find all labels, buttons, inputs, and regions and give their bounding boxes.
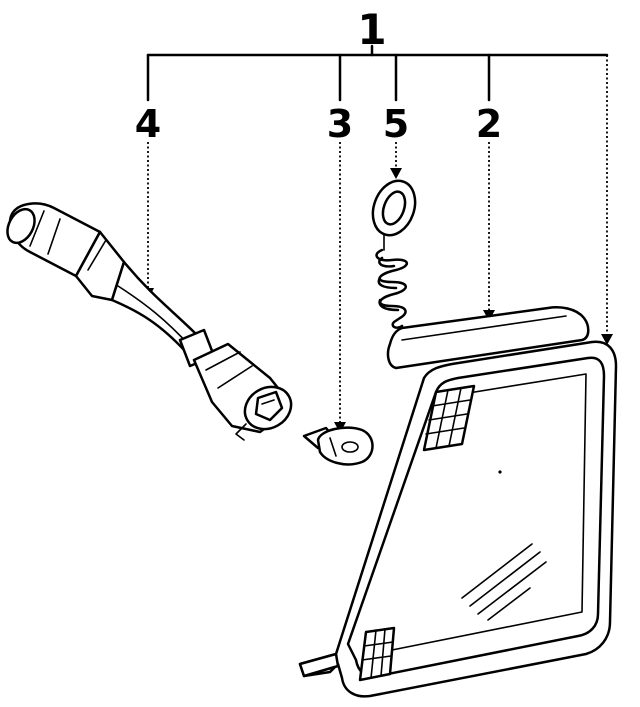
lens-grid-top (422, 384, 476, 452)
marker-lamp-housing-icon (298, 340, 618, 698)
lens-trim-strip-icon (386, 306, 590, 370)
lens-glare (461, 543, 547, 621)
callout-4: 4 (135, 102, 161, 146)
callout-5: 5 (383, 102, 409, 146)
callout-2: 2 (476, 102, 502, 146)
wedge-bulb-icon (302, 426, 374, 466)
callout-3: 3 (327, 102, 353, 146)
spring-clip-icon (371, 179, 417, 329)
lens-grid-bottom (358, 626, 396, 682)
bulb-socket-harness-icon (6, 202, 293, 441)
